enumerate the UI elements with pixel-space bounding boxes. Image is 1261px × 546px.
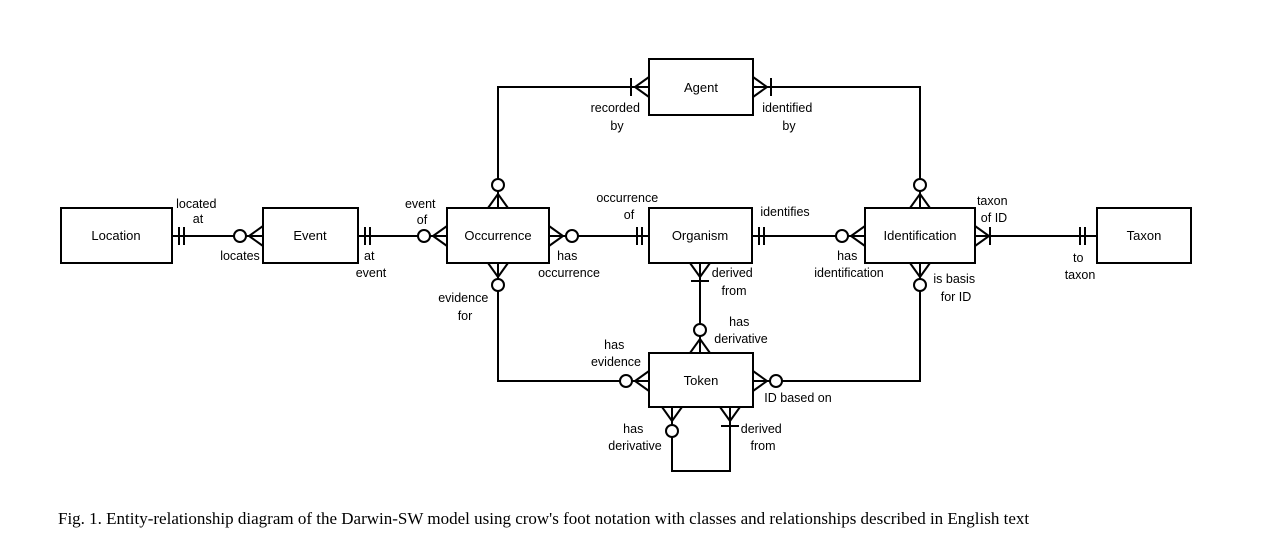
cardinality-one-event — [364, 227, 371, 245]
cardinality-many-occ-right — [548, 225, 565, 247]
rel-has-derivative-organism: has derivative — [714, 315, 768, 346]
cardinality-many-occ-left — [431, 225, 448, 247]
cardinality-zero-token-top — [693, 323, 707, 337]
entity-label: Taxon — [1127, 228, 1162, 243]
cardinality-many-token-bottom-left — [661, 406, 683, 423]
rel-is-basis-for-id: is basis for ID — [933, 272, 978, 304]
rel-id-based-on: ID based on — [764, 391, 831, 405]
cardinality-zero-occ-left — [417, 229, 431, 243]
rel-identifies: identifies — [760, 205, 809, 219]
cardinality-zero-ident-top — [913, 178, 927, 192]
entity-label: Identification — [884, 228, 957, 243]
line-agent-occurrence — [497, 86, 649, 208]
rel-occurrence-of: occurrence of — [596, 191, 661, 222]
rel-recorded-by: recorded by — [591, 101, 644, 133]
cardinality-zero-occ-right — [565, 229, 579, 243]
entity-event: Event — [262, 207, 359, 264]
cardinality-many-token-top — [689, 337, 711, 354]
cardinality-one-location — [178, 227, 185, 245]
cardinality-many-token-bottom-right — [719, 406, 741, 427]
cardinality-many-ident-bottom — [909, 262, 931, 279]
rel-evidence-for: evidence for — [438, 291, 492, 323]
cardinality-many-ident-top — [909, 192, 931, 209]
rel-derived-from-token: derived from — [741, 422, 785, 453]
cardinality-many-org-bottom — [689, 262, 711, 282]
entity-label: Occurrence — [464, 228, 531, 243]
entity-token: Token — [648, 352, 754, 408]
entity-location: Location — [60, 207, 173, 264]
cardinality-one-taxon — [1079, 227, 1086, 245]
entity-label: Token — [684, 373, 719, 388]
cardinality-one-org-right — [758, 227, 765, 245]
cardinality-zero-token-bottom-left — [665, 424, 679, 438]
entity-label: Agent — [684, 80, 718, 95]
cardinality-zero-occ-bottom — [491, 278, 505, 292]
rel-has-evidence: has evidence — [591, 338, 641, 369]
cardinality-many-ident-right — [974, 225, 991, 247]
rel-has-identification: has identification — [814, 249, 884, 280]
rel-locates: locates — [220, 249, 260, 263]
line-agent-identification — [753, 86, 921, 208]
line-token-self — [671, 407, 731, 472]
cardinality-many-agent-left — [630, 76, 650, 98]
cardinality-many-agent-right — [752, 76, 772, 98]
cardinality-many-token-left — [633, 370, 650, 392]
line-identification-token — [753, 263, 921, 382]
entity-label: Location — [91, 228, 140, 243]
cardinality-one-org-left — [636, 227, 643, 245]
rel-identified-by: identified by — [762, 101, 816, 133]
figure-caption: Fig. 1. Entity-relationship diagram of t… — [58, 509, 1030, 528]
cardinality-zero-token-right — [769, 374, 783, 388]
cardinality-many-occ-top — [487, 192, 509, 209]
rel-located-at: located at — [176, 197, 220, 226]
entity-identification: Identification — [864, 207, 976, 264]
entity-occurrence: Occurrence — [446, 207, 550, 264]
relationship-labels: located at locates at event event of has… — [176, 101, 1095, 453]
entity-organism: Organism — [648, 207, 753, 264]
cardinality-many-token-right — [752, 370, 769, 392]
rel-has-occurrence: has occurrence — [538, 249, 600, 280]
rel-taxon-of-id: taxon of ID — [977, 194, 1011, 225]
cardinality-many-ident-left — [849, 225, 866, 247]
rel-at-event: at event — [356, 249, 387, 280]
cardinality-zero-token-left — [619, 374, 633, 388]
rel-event-of: event of — [405, 197, 439, 227]
cardinality-many-event-loc — [247, 225, 264, 247]
cardinality-zero-occ-top — [491, 178, 505, 192]
cardinality-zero-event-loc — [233, 229, 247, 243]
rel-derived-from-organism: derived from — [712, 266, 756, 298]
line-occurrence-token — [497, 263, 649, 382]
entity-agent: Agent — [648, 58, 754, 116]
cardinality-symbols — [178, 76, 1086, 438]
cardinality-many-occ-bottom — [487, 262, 509, 279]
rel-to-taxon: to taxon — [1065, 251, 1096, 282]
entity-taxon: Taxon — [1096, 207, 1192, 264]
entity-label: Organism — [672, 228, 728, 243]
rel-has-derivative-token: has derivative — [608, 422, 662, 453]
cardinality-zero-ident-left — [835, 229, 849, 243]
cardinality-zero-ident-bottom — [913, 278, 927, 292]
entity-label: Event — [293, 228, 327, 243]
